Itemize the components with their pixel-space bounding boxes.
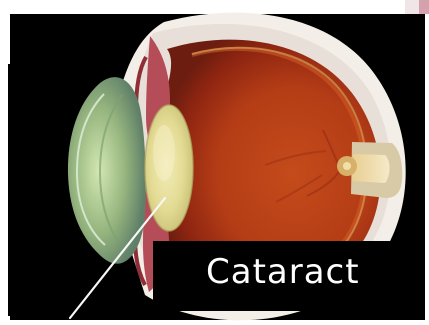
cataract-lens bbox=[145, 105, 193, 231]
cataract-label: Cataract bbox=[206, 255, 360, 289]
